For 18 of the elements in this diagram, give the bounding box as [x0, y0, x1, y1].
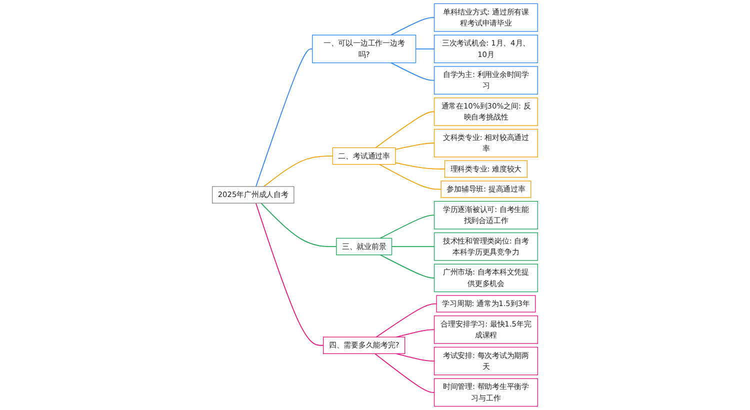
connector [380, 214, 435, 239]
connector [378, 164, 442, 190]
connector [380, 254, 435, 278]
connector [260, 202, 337, 248]
connector [263, 156, 334, 187]
connector [374, 353, 435, 393]
connector [395, 142, 435, 150]
connector [395, 162, 446, 170]
connector [390, 17, 435, 36]
connector [376, 303, 438, 338]
connector [415, 48, 435, 50]
connector [255, 202, 324, 346]
connector [396, 329, 435, 338]
connector [390, 62, 435, 81]
connector [256, 48, 313, 187]
connector [391, 246, 435, 248]
connector [396, 353, 435, 362]
connector [375, 111, 435, 148]
